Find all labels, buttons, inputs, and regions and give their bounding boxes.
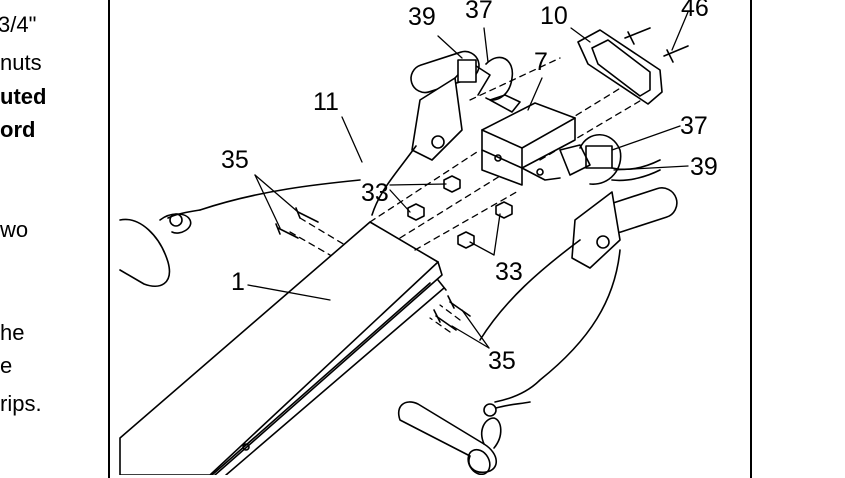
callout-35-bottom: 35: [488, 347, 516, 375]
callout-7: 7: [534, 48, 548, 76]
bottom-roller: [398, 401, 531, 475]
callout-35-left: 35: [221, 146, 249, 174]
callout-1: 1: [231, 268, 245, 296]
pad-part-10: [577, 29, 663, 105]
callout-10: 10: [540, 2, 568, 30]
bench-rail: [119, 221, 447, 475]
callout-39-top: 39: [408, 3, 436, 31]
text-fragment-wo: wo: [0, 217, 29, 242]
upper-right-arm: [559, 134, 678, 269]
bolts-part-35: [275, 207, 471, 331]
text-fragment-rips: rips.: [0, 391, 42, 416]
center-bracket-part-7: [481, 102, 576, 186]
callout-33-left: 33: [361, 179, 389, 207]
leader-lines: [247, 11, 689, 349]
text-fragment-ord: ord: [0, 117, 36, 142]
upper-left-arm: [410, 50, 521, 161]
callout-37-top: 37: [465, 0, 493, 24]
text-fragment-3-4: 3/4": [0, 12, 37, 37]
callout-labels: 39 37 10 46 7 11 35 37 39 33 1 33 35: [221, 0, 718, 375]
callout-39-right: 39: [690, 153, 718, 181]
instruction-text-column: 3/4" nuts uted ord wo he e rips.: [0, 0, 108, 475]
callout-11: 11: [313, 88, 339, 116]
screws-part-46: [624, 27, 689, 63]
diagram-frame: [108, 0, 752, 478]
text-fragment-uted: uted: [0, 84, 47, 109]
nuts-part-33: [407, 175, 513, 249]
left-end-roller: [119, 213, 192, 287]
callout-46: 46: [681, 0, 709, 22]
text-fragment-e: e: [0, 353, 13, 378]
callout-33-right: 33: [495, 258, 523, 286]
text-fragment-nuts: nuts: [0, 50, 42, 75]
text-fragment-he: he: [0, 320, 25, 345]
callout-37-right: 37: [680, 112, 708, 140]
